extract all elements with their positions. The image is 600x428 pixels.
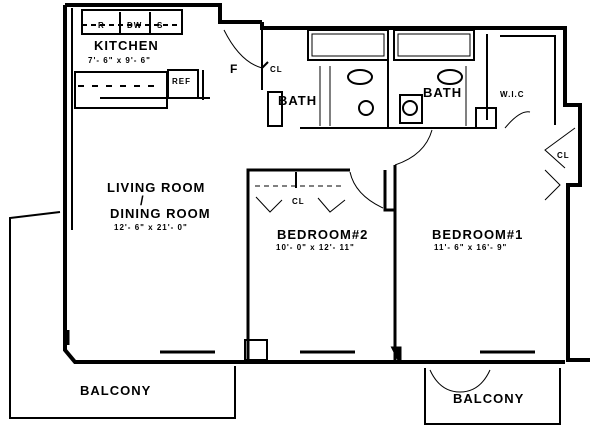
bedroom-2-label: BEDROOM#2 xyxy=(277,227,369,242)
bedroom-1-label: BEDROOM#1 xyxy=(432,227,524,242)
dishwasher-label: DW xyxy=(127,21,143,30)
balcony-right-label: BALCONY xyxy=(453,391,525,406)
living-slash: / xyxy=(140,193,145,208)
refrigerator-label: REF xyxy=(172,77,191,86)
balcony-left-label: BALCONY xyxy=(80,383,152,398)
sink-label: S xyxy=(157,21,164,30)
kitchen-label: KITCHEN xyxy=(94,38,159,53)
bedroom-2-size: 10'- 0" x 12'- 11" xyxy=(276,243,355,252)
bedroom-1-closet-label: CL xyxy=(557,151,570,160)
walk-in-closet-label: W.I.C xyxy=(500,90,525,99)
foyer-closet-label: CL xyxy=(270,65,283,74)
bath-2-label: BATH xyxy=(423,85,463,100)
kitchen-size: 7'- 6" x 9'- 6" xyxy=(88,56,151,65)
range-label: R xyxy=(98,21,105,30)
living-room-size: 12'- 6" x 21'- 0" xyxy=(114,223,188,232)
foyer-label: F xyxy=(230,62,239,76)
balcony-outlines xyxy=(9,211,561,425)
exterior-walls xyxy=(63,3,590,364)
dining-room-label: DINING ROOM xyxy=(110,206,211,221)
bedroom-1-size: 11'- 6" x 16'- 9" xyxy=(434,243,508,252)
bedroom-2-closet-label: CL xyxy=(292,197,305,206)
living-room-label: LIVING ROOM xyxy=(107,180,206,195)
bath-1-label: BATH xyxy=(278,93,318,108)
